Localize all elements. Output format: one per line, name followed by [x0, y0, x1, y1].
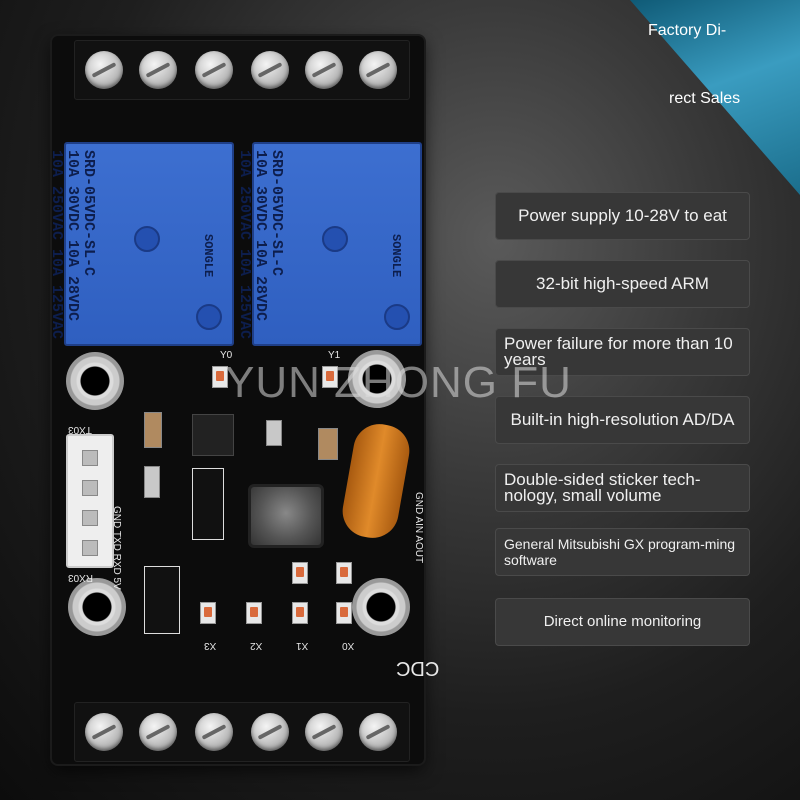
connector-pin	[82, 450, 98, 466]
smd-capacitor	[318, 428, 338, 460]
connector-pin	[82, 510, 98, 526]
serial-connector	[66, 434, 114, 568]
feature-power-supply: Power supply 10-28V to eat	[495, 192, 750, 240]
corner-ribbon	[600, 0, 800, 200]
terminal-screw	[359, 713, 397, 751]
status-led	[212, 366, 228, 388]
terminal-screw	[85, 51, 123, 89]
ribbon-text-line1: Factory Di-	[648, 22, 727, 39]
relay-label: SRD-05VDC-SL-C 10A 30VDC 10A 28VDC 10A 2…	[48, 150, 97, 340]
connector-pin	[82, 480, 98, 496]
feature-power-failure: Power failure for more than 10 years	[495, 328, 750, 376]
watermark-text: YUN ZHONG FU	[225, 358, 572, 407]
relay-label: SRD-05VDC-SL-C 10A 30VDC 10A 28VDC 10A 2…	[236, 150, 285, 340]
status-led	[246, 602, 262, 624]
mounting-hole	[348, 350, 406, 408]
feature-gx-software: General Mitsubishi GX program-ming softw…	[495, 528, 750, 576]
relay-dot	[384, 304, 410, 330]
smd-resistor	[266, 420, 282, 446]
regulator	[192, 468, 224, 540]
feature-online-monitoring: Direct online monitoring	[495, 598, 750, 646]
relay-1: SRD-05VDC-SL-C 10A 30VDC 10A 28VDC 10A 2…	[48, 142, 234, 346]
silk-x0: X0	[342, 640, 355, 651]
silk-y0: Y0	[220, 350, 233, 361]
terminal-screw	[139, 713, 177, 751]
top-terminal-block	[74, 40, 410, 100]
relay-dot	[134, 226, 160, 252]
terminal-screw	[359, 51, 397, 89]
relay-brand: SONGLE	[389, 234, 403, 278]
relay-brand: SONGLE	[201, 234, 215, 278]
silk-tx: TX03	[68, 424, 92, 435]
silk-y1: Y1	[328, 350, 341, 361]
silk-serial-pins: GND TXD RXD 5V	[111, 506, 122, 590]
terminal-screw	[251, 713, 289, 751]
status-led	[322, 366, 338, 388]
terminal-screw	[85, 713, 123, 751]
smd-capacitor	[144, 412, 162, 448]
silk-x1: X1	[296, 640, 309, 651]
ribbon-text-line2: rect Sales	[669, 90, 741, 107]
status-led	[336, 562, 352, 584]
terminal-screw	[195, 713, 233, 751]
terminal-screw	[195, 51, 233, 89]
plc-board-photo: SRD-05VDC-SL-C 10A 30VDC 10A 28VDC 10A 2…	[48, 36, 439, 764]
mounting-hole	[68, 578, 126, 636]
silk-analog-pins: GND AIN AOUT	[413, 492, 424, 564]
relay-2: SRD-05VDC-SL-C 10A 30VDC 10A 28VDC 10A 2…	[236, 142, 422, 346]
silk-rx: RX03	[68, 572, 94, 583]
relay-dot	[322, 226, 348, 252]
feature-double-sided: Double-sided sticker tech-nology, small …	[495, 464, 750, 512]
mcu-chip	[192, 414, 234, 456]
diode-package	[144, 566, 180, 634]
status-led	[336, 602, 352, 624]
terminal-screw	[305, 51, 343, 89]
tantalum-capacitor	[338, 420, 414, 542]
smd-resistor	[144, 466, 160, 498]
bottom-terminal-block	[74, 702, 410, 762]
power-inductor	[248, 484, 324, 548]
silk-x2: X2	[250, 640, 263, 651]
terminal-screw	[251, 51, 289, 89]
silk-brand: CDC	[396, 657, 440, 679]
relay-dot	[196, 304, 222, 330]
feature-arm: 32-bit high-speed ARM	[495, 260, 750, 308]
terminal-screw	[139, 51, 177, 89]
terminal-screw	[305, 713, 343, 751]
status-led	[200, 602, 216, 624]
feature-ad-da: Built-in high-resolution AD/DA	[495, 396, 750, 444]
connector-pin	[82, 540, 98, 556]
mounting-hole	[66, 352, 124, 410]
silk-x3: X3	[204, 640, 217, 651]
status-led	[292, 602, 308, 624]
mounting-hole	[352, 578, 410, 636]
status-led	[292, 562, 308, 584]
